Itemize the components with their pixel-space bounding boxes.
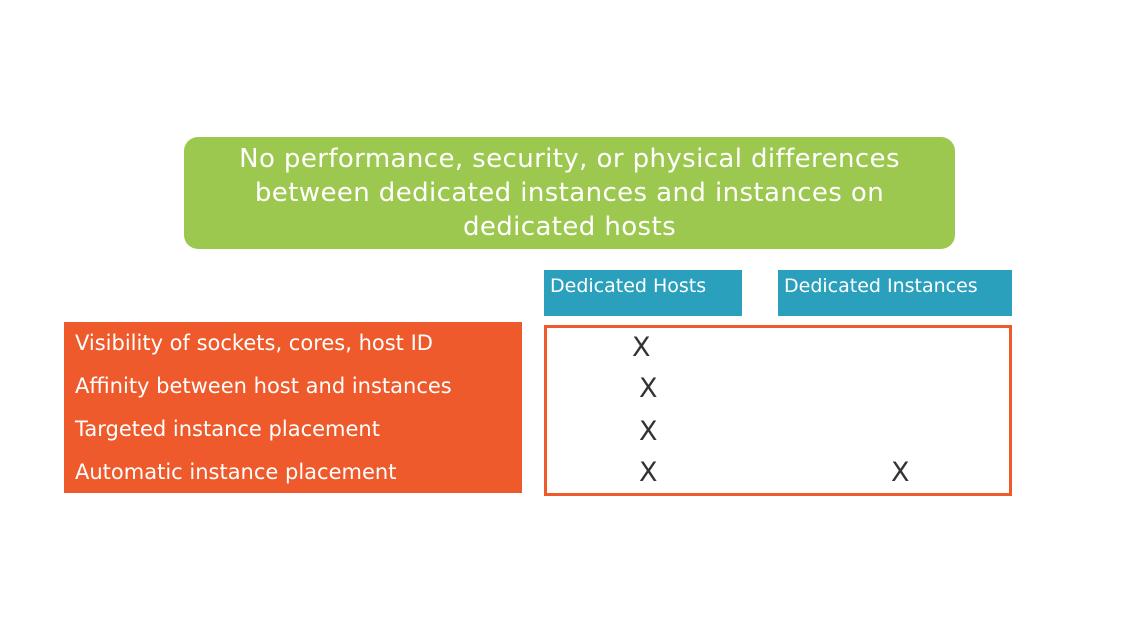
comparison-grid: X X X X X (544, 325, 1012, 496)
feature-row: Targeted instance placement (75, 417, 380, 441)
column-header-dedicated-instances: Dedicated Instances (778, 270, 1012, 316)
check-mark-hosts-row-2: X (639, 373, 658, 404)
check-mark-hosts-row-3: X (639, 416, 658, 447)
check-mark-hosts-row-1: X (632, 332, 651, 363)
callout-text: No performance, security, or physical di… (239, 144, 900, 242)
check-mark-instances-row-4: X (891, 457, 910, 488)
column-header-dedicated-hosts: Dedicated Hosts (544, 270, 742, 316)
feature-row: Automatic instance placement (75, 460, 397, 484)
callout-box: No performance, security, or physical di… (184, 137, 955, 249)
feature-row: Affinity between host and instances (75, 374, 452, 398)
feature-row: Visibility of sockets, cores, host ID (75, 331, 433, 355)
feature-list: Visibility of sockets, cores, host ID Af… (64, 322, 522, 493)
column-header-label: Dedicated Instances (784, 275, 978, 297)
check-mark-hosts-row-4: X (639, 457, 658, 488)
column-header-label: Dedicated Hosts (550, 275, 707, 297)
